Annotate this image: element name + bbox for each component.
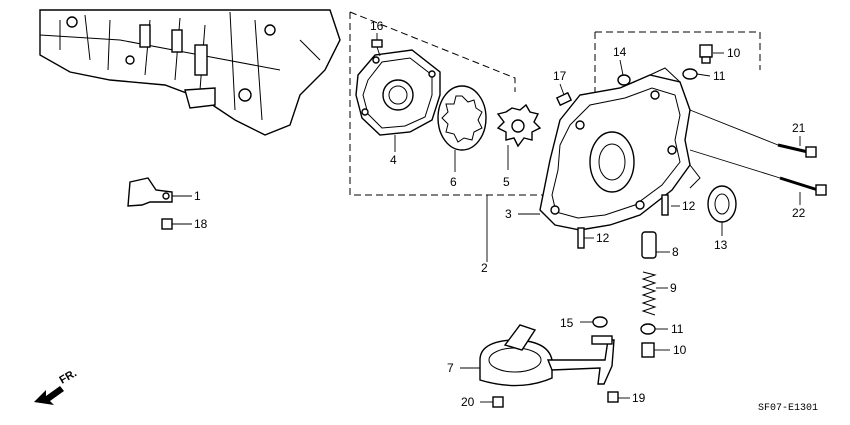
callout-13: 13 xyxy=(714,238,728,252)
callout-16: 16 xyxy=(370,19,384,33)
bracket-1 xyxy=(127,177,173,207)
callout-11-lower: 11 xyxy=(671,322,684,336)
outer-rotor xyxy=(437,85,487,151)
engine-block xyxy=(39,9,341,136)
callout-10-top: 10 xyxy=(727,46,741,60)
front-direction-arrow-icon xyxy=(34,386,64,405)
dowel-pin-17 xyxy=(555,91,573,107)
oil-seal-13 xyxy=(707,185,737,223)
callout-1: 1 xyxy=(194,189,201,203)
bolt-20 xyxy=(492,396,504,408)
diagram-code: SF07-E1301 xyxy=(758,403,818,414)
front-direction-label: FR. xyxy=(58,367,79,386)
sealing-bolt-10-lower xyxy=(641,342,655,358)
callout-18: 18 xyxy=(194,217,208,231)
callout-7: 7 xyxy=(447,361,454,375)
callout-19: 19 xyxy=(632,391,646,405)
sealing-bolt-10-top xyxy=(699,44,713,64)
callout-17: 17 xyxy=(553,69,567,83)
callout-8: 8 xyxy=(672,245,679,259)
pump-cover-plate xyxy=(355,49,441,136)
callout-4: 4 xyxy=(390,153,397,167)
o-ring-14 xyxy=(617,74,631,86)
callout-14: 14 xyxy=(613,45,627,59)
bolt-19 xyxy=(607,391,619,403)
callout-15: 15 xyxy=(560,316,574,330)
leader-lines xyxy=(172,33,801,403)
o-ring-15 xyxy=(592,316,608,328)
callout-5: 5 xyxy=(503,175,510,189)
callout-2: 2 xyxy=(481,261,488,275)
relief-valve-8 xyxy=(641,231,657,259)
dowel-pin-12-lower xyxy=(577,227,585,249)
bolt-21 xyxy=(777,143,817,158)
washer-11-lower xyxy=(640,323,656,335)
bolt-18 xyxy=(161,218,173,230)
inner-rotor xyxy=(496,103,542,148)
callout-12-lower: 12 xyxy=(596,231,610,245)
callout-12-upper: 12 xyxy=(682,199,696,213)
callout-9: 9 xyxy=(670,281,677,295)
dowel-pin-12-upper xyxy=(661,194,669,216)
callout-10-lower: 10 xyxy=(673,343,687,357)
callout-11-top: 11 xyxy=(713,69,726,83)
oil-strainer-7 xyxy=(479,324,615,387)
callout-22: 22 xyxy=(792,206,806,220)
assembly-outline xyxy=(349,11,761,196)
relief-spring-9 xyxy=(641,271,657,316)
washer-11-top xyxy=(682,68,698,80)
callout-21: 21 xyxy=(792,121,806,135)
callout-6: 6 xyxy=(450,175,457,189)
callout-3: 3 xyxy=(505,207,512,221)
callout-20: 20 xyxy=(461,395,475,409)
oil-pump-body xyxy=(539,67,701,231)
bolt-22 xyxy=(779,176,827,196)
